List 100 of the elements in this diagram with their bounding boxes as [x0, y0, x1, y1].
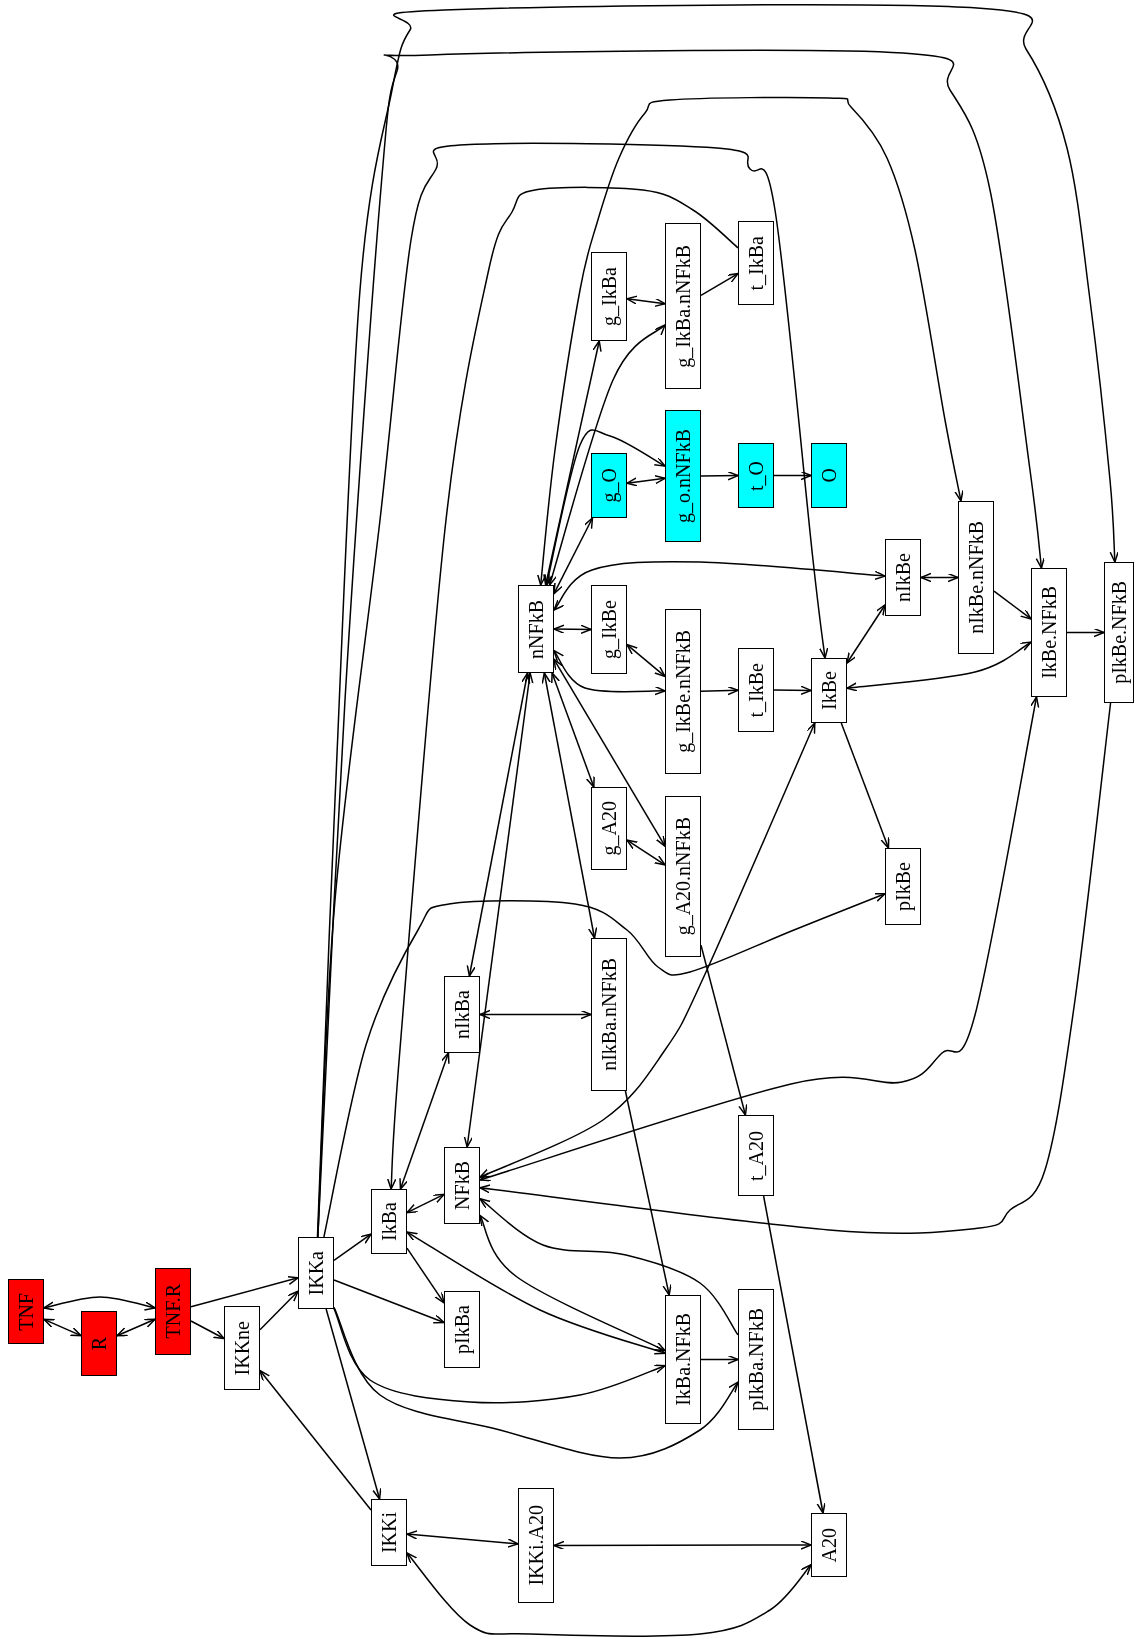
- arrow: [323, 892, 886, 1238]
- arrow: [626, 643, 666, 678]
- node-box: [738, 1289, 774, 1430]
- arrow: [993, 590, 1032, 620]
- node-box: [738, 648, 774, 732]
- node-box: [518, 1488, 554, 1603]
- arrow: [406, 1552, 812, 1637]
- node-label: pIkBa.NFkB: [746, 1308, 766, 1411]
- arrow: [479, 1197, 739, 1336]
- node-label: IKKa: [306, 1250, 326, 1296]
- arrow: [700, 1354, 739, 1365]
- arrow: [466, 672, 531, 977]
- arrow: [846, 604, 886, 664]
- arrow: [700, 272, 739, 297]
- node-box: [665, 410, 701, 542]
- arrow: [543, 340, 602, 586]
- node-box: [155, 1268, 191, 1355]
- node-box: [811, 443, 847, 508]
- arrow: [762, 1195, 826, 1514]
- node-box: [591, 585, 627, 674]
- node-label: t_A20: [746, 1130, 766, 1181]
- node-label: g_o.nNFkB: [673, 429, 693, 523]
- node-label: IKKi: [379, 1511, 399, 1554]
- arrow: [840, 722, 890, 849]
- node-box: [444, 976, 480, 1053]
- arrow: [259, 1290, 299, 1331]
- arrow: [773, 470, 812, 481]
- arrow: [190, 1275, 299, 1308]
- arrow: [700, 470, 739, 481]
- node-label: IkBa.NFkB: [673, 1313, 693, 1406]
- arrow: [333, 1307, 666, 1404]
- arrow: [479, 1009, 592, 1020]
- node-box: [738, 1115, 774, 1196]
- node-label: t_IkBe: [746, 662, 766, 718]
- node-label: g_IkBe: [599, 600, 619, 659]
- arrow: [553, 649, 666, 696]
- node-box: [518, 585, 554, 673]
- node-label: A20: [819, 1527, 839, 1563]
- arrow: [624, 1090, 672, 1296]
- node-label: g_A20.nNFkB: [673, 817, 693, 936]
- node-box: [738, 443, 774, 508]
- node-label: O: [819, 468, 839, 483]
- node-label: t_IkBa: [746, 235, 766, 291]
- node-label: g_IkBa: [599, 267, 619, 326]
- node-label: g_O: [599, 468, 619, 503]
- node-label: pIkBe.NFkB: [1109, 581, 1129, 684]
- arrow: [479, 722, 816, 1178]
- arrow: [399, 1052, 450, 1190]
- node-label: t_O: [746, 460, 766, 491]
- node-box: [591, 938, 627, 1091]
- node-box: [444, 1147, 480, 1224]
- arrow: [920, 572, 959, 583]
- arrow: [406, 1247, 445, 1304]
- node-label: IKKi.A20: [526, 1505, 546, 1586]
- arrow: [479, 696, 1040, 1182]
- arrow: [544, 429, 666, 586]
- arrow: [116, 1318, 156, 1337]
- node-box: [885, 848, 921, 925]
- node-box: [591, 787, 627, 870]
- node-label: TNF: [16, 1292, 36, 1331]
- arrow: [553, 624, 592, 635]
- node-label: g_A20: [599, 801, 619, 856]
- arrow: [406, 1231, 666, 1355]
- arrow: [626, 839, 666, 866]
- node-box: [885, 539, 921, 616]
- arrow: [553, 1540, 812, 1551]
- node-box: [665, 609, 701, 774]
- node-label: NFkB: [452, 1161, 472, 1210]
- node-label: nIkBe.nNFkB: [966, 521, 986, 634]
- node-box: [371, 1499, 407, 1566]
- arrow: [259, 1369, 372, 1511]
- node-label: IkBa: [379, 1202, 399, 1241]
- node-label: nNFkB: [526, 599, 546, 659]
- node-label: nIkBa.nNFkB: [599, 958, 619, 1071]
- arrow: [406, 1530, 519, 1548]
- arrow: [553, 560, 886, 611]
- node-box: [665, 1295, 701, 1424]
- arrow: [43, 1318, 82, 1337]
- arrow: [626, 474, 666, 487]
- node-label: pIkBe: [893, 862, 913, 911]
- node-label: pIkBa: [452, 1305, 472, 1354]
- node-box: [665, 796, 701, 957]
- node-box: [8, 1279, 44, 1344]
- node-box: [224, 1306, 260, 1390]
- node-box: [958, 501, 994, 654]
- arrow: [406, 1193, 445, 1214]
- arrow: [386, 186, 739, 1190]
- node-label: nIkBe: [893, 553, 913, 602]
- arrow: [333, 1279, 445, 1324]
- node-label: TNF.R: [163, 1284, 183, 1339]
- arrow: [190, 1320, 225, 1340]
- arrow: [541, 672, 598, 939]
- arrow: [846, 641, 1032, 692]
- node-box: [811, 658, 847, 723]
- node-label: g_IkBe.nNFkB: [673, 630, 693, 753]
- node-box: [665, 223, 701, 389]
- arrow: [700, 944, 748, 1116]
- node-box: [444, 1291, 480, 1368]
- arrow: [773, 685, 812, 696]
- node-label: R: [89, 1336, 109, 1351]
